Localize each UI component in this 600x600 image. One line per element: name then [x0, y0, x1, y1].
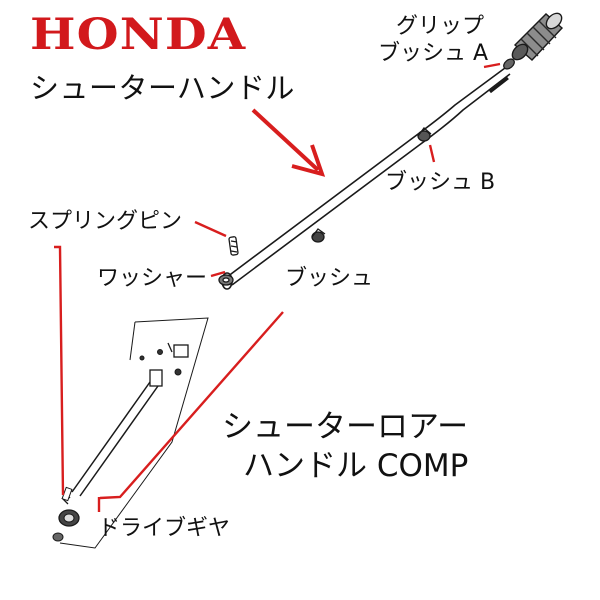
bush-b-part [417, 127, 432, 142]
spring-pin-part [228, 236, 239, 256]
shooter-handle-label: シューターハンドル [30, 71, 295, 105]
bush-part [311, 228, 326, 243]
shooter-handle-arrow [251, 108, 320, 172]
spring-pin-label: スプリングピン [28, 209, 183, 234]
grip-label: グリップ [396, 14, 485, 39]
bush-b-label: ブッシュ B [385, 170, 496, 195]
honda-logo: HONDA [30, 10, 247, 60]
lower-handle-label-line2: ハンドル COMP [243, 448, 469, 484]
drive-gear-label: ドライブギヤ [98, 516, 231, 541]
washer-part [218, 274, 234, 286]
bush-a-part [503, 58, 515, 70]
lower-handle-assembly [52, 317, 209, 549]
grip-part [511, 12, 564, 61]
bush-label: ブッシュ [285, 266, 374, 291]
lower-handle-label-line1: シューターロアー [222, 409, 469, 445]
bush-a-label: ブッシュ A [378, 41, 489, 66]
washer-label: ワッシャー [97, 266, 208, 291]
callout-lines [54, 62, 501, 512]
